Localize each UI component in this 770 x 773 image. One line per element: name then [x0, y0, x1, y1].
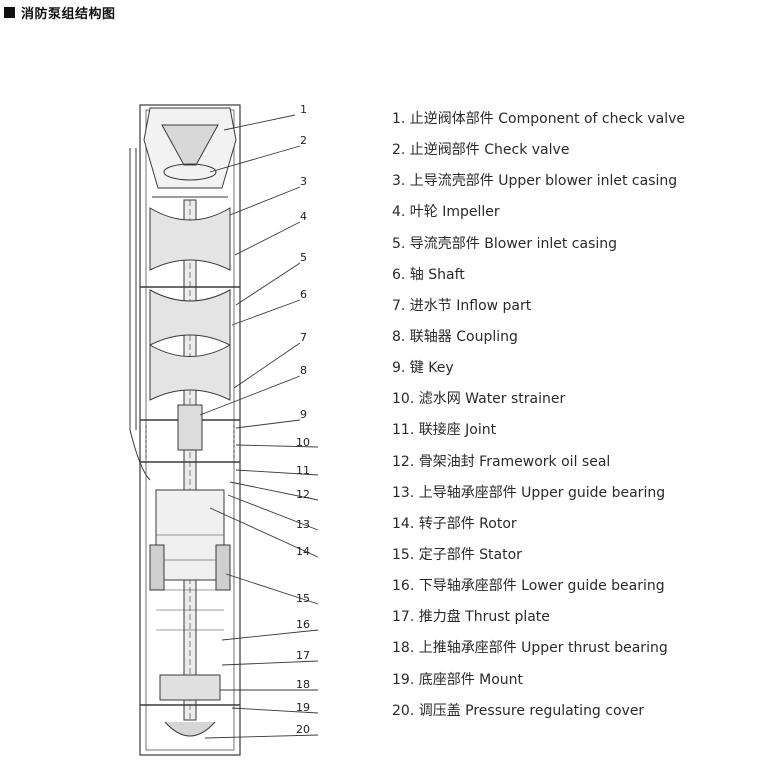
pump-shaft: [183, 199, 197, 721]
legend-item: 14. 转子部件 Rotor: [392, 515, 517, 532]
legend-item: 3. 上导流壳部件 Upper blower inlet casing: [392, 173, 678, 190]
header: 消防泵组结构图: [4, 3, 116, 22]
pump-cross-section-diagram: 1 2 3 4 5 6 7 8 9 10 11 12 13 14 15 16 1…: [129, 103, 319, 756]
callout-number: 4: [300, 210, 307, 223]
legend-item: 8. 联轴器 Coupling: [392, 328, 518, 345]
legend-item: 15. 定子部件 Stator: [392, 546, 522, 563]
legend-item: 16. 下导轴承座部件 Lower guide bearing: [392, 578, 665, 595]
callout-number: 9: [300, 408, 307, 421]
callout-number: 7: [300, 331, 307, 344]
callout-number: 15: [296, 592, 310, 605]
legend-item: 20. 调压盖 Pressure regulating cover: [392, 702, 645, 719]
motor-section: [149, 489, 231, 631]
legend-item: 6. 轴 Shaft: [392, 266, 465, 283]
header-bullet-icon: [4, 7, 15, 18]
legend-item: 19. 底座部件 Mount: [392, 671, 524, 688]
legend-item: 17. 推力盘 Thrust plate: [392, 609, 550, 626]
check-valve-assembly: [143, 107, 237, 198]
legend-item: 2. 止逆阀部件 Check valve: [392, 142, 570, 159]
callout-number: 16: [296, 618, 310, 631]
callout-number: 2: [300, 134, 307, 147]
callout-number: 5: [300, 251, 307, 264]
callout-number: 13: [296, 518, 310, 531]
callout-number: 6: [300, 288, 307, 301]
legend-item: 11. 联接座 Joint: [392, 422, 497, 439]
coupling-and-strainer: [145, 404, 235, 460]
legend-item: 12. 骨架油封 Framework oil seal: [392, 453, 611, 470]
callout-number: 10: [296, 436, 310, 449]
legend-item: 9. 键 Key: [392, 360, 454, 377]
base-and-cover: [140, 674, 240, 737]
legend-item: 13. 上导轴承座部件 Upper guide bearing: [392, 484, 666, 501]
callout-number: 18: [296, 678, 310, 691]
callout-number: 11: [296, 464, 310, 477]
legend-item: 1. 止逆阀体部件 Component of check valve: [392, 111, 686, 127]
legend-item: 18. 上推轴承座部件 Upper thrust bearing: [392, 640, 668, 657]
page-title: 消防泵组结构图: [21, 7, 116, 22]
callout-leaders: [199, 114, 319, 739]
legend-item: 5. 导流壳部件 Blower inlet casing: [392, 235, 618, 252]
legend-item: 10. 滤水网 Water strainer: [392, 391, 566, 408]
callout-number: 17: [296, 649, 310, 662]
impeller-stages: [149, 207, 231, 401]
callout-number: 3: [300, 175, 307, 188]
callout-number: 8: [300, 364, 307, 377]
callout-number: 1: [300, 103, 307, 116]
parts-legend: 1. 止逆阀体部件 Component of check valve 2. 止逆…: [392, 109, 685, 732]
callout-number: 14: [296, 545, 310, 558]
callout-number: 20: [296, 723, 310, 736]
legend-item: 7. 进水节 Inflow part: [392, 297, 532, 314]
legend-item: 4. 叶轮 Impeller: [392, 204, 500, 221]
callout-number: 19: [296, 701, 310, 714]
callout-number: 12: [296, 488, 310, 501]
